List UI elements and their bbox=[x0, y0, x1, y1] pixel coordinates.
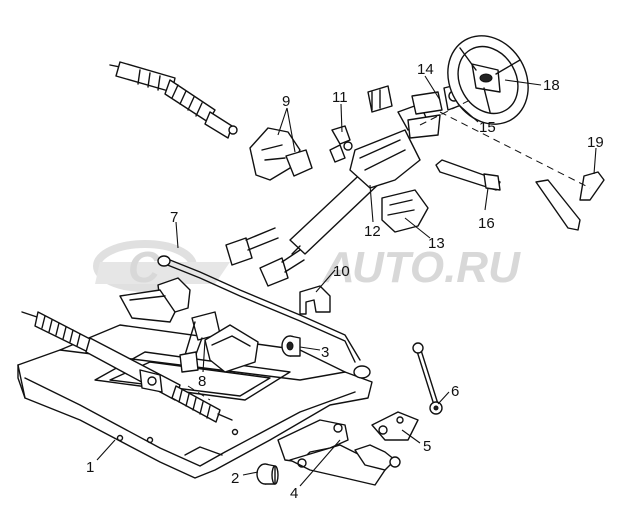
alignment-lines bbox=[187, 99, 591, 401]
stabilizer-bushing-part bbox=[281, 335, 301, 357]
intermediate-shaft-part bbox=[179, 227, 305, 373]
callout-13: 13 bbox=[428, 235, 445, 252]
steering-rack-part bbox=[21, 311, 233, 423]
watermark-mid: A bbox=[322, 243, 355, 292]
drive-shaft-part bbox=[109, 61, 238, 139]
stabilizer-bar-part bbox=[157, 255, 371, 379]
turn-signal-switch-part bbox=[435, 159, 501, 191]
stabilizer-clamp-part bbox=[157, 277, 331, 315]
callout-5: 5 bbox=[423, 438, 431, 455]
callout-3: 3 bbox=[321, 344, 329, 361]
subframe-part bbox=[17, 324, 373, 479]
callout-7: 7 bbox=[170, 209, 178, 226]
callout-8: 8 bbox=[198, 373, 206, 390]
callout-15: 15 bbox=[479, 119, 496, 136]
callout-4: 4 bbox=[290, 485, 298, 502]
callout-6: 6 bbox=[451, 383, 459, 400]
callout-1: 1 bbox=[86, 459, 94, 476]
callout-14: 14 bbox=[417, 61, 434, 78]
callout-labels: 1 2 3 4 5 6 7 8 9 10 11 12 13 14 15 16 1… bbox=[86, 61, 604, 502]
bushing-part bbox=[256, 463, 279, 485]
steering-wheel-part bbox=[447, 35, 529, 125]
watermark-right: UTO.RU bbox=[352, 243, 521, 292]
callout-9: 9 bbox=[282, 93, 290, 110]
callout-12: 12 bbox=[364, 223, 381, 240]
column-trim-part bbox=[535, 171, 605, 231]
callout-10: 10 bbox=[333, 263, 350, 280]
column-shroud-part bbox=[381, 189, 429, 233]
ignition-lock-part bbox=[329, 85, 393, 163]
stabilizer-link-part bbox=[412, 342, 443, 415]
callout-2: 2 bbox=[231, 470, 239, 487]
steering-column-part bbox=[289, 103, 441, 255]
callout-19: 19 bbox=[587, 134, 604, 151]
callout-11: 11 bbox=[332, 89, 348, 106]
rack-mount-part bbox=[119, 289, 259, 373]
watermark-left: C bbox=[128, 243, 161, 292]
control-arm-part bbox=[277, 419, 386, 486]
callout-16: 16 bbox=[478, 215, 495, 232]
watermark: C A UTO.RU bbox=[93, 240, 521, 292]
callout-18: 18 bbox=[543, 77, 560, 94]
leader-lines bbox=[96, 75, 597, 487]
column-bracket-part bbox=[249, 127, 313, 181]
ball-joint-part bbox=[354, 411, 419, 471]
